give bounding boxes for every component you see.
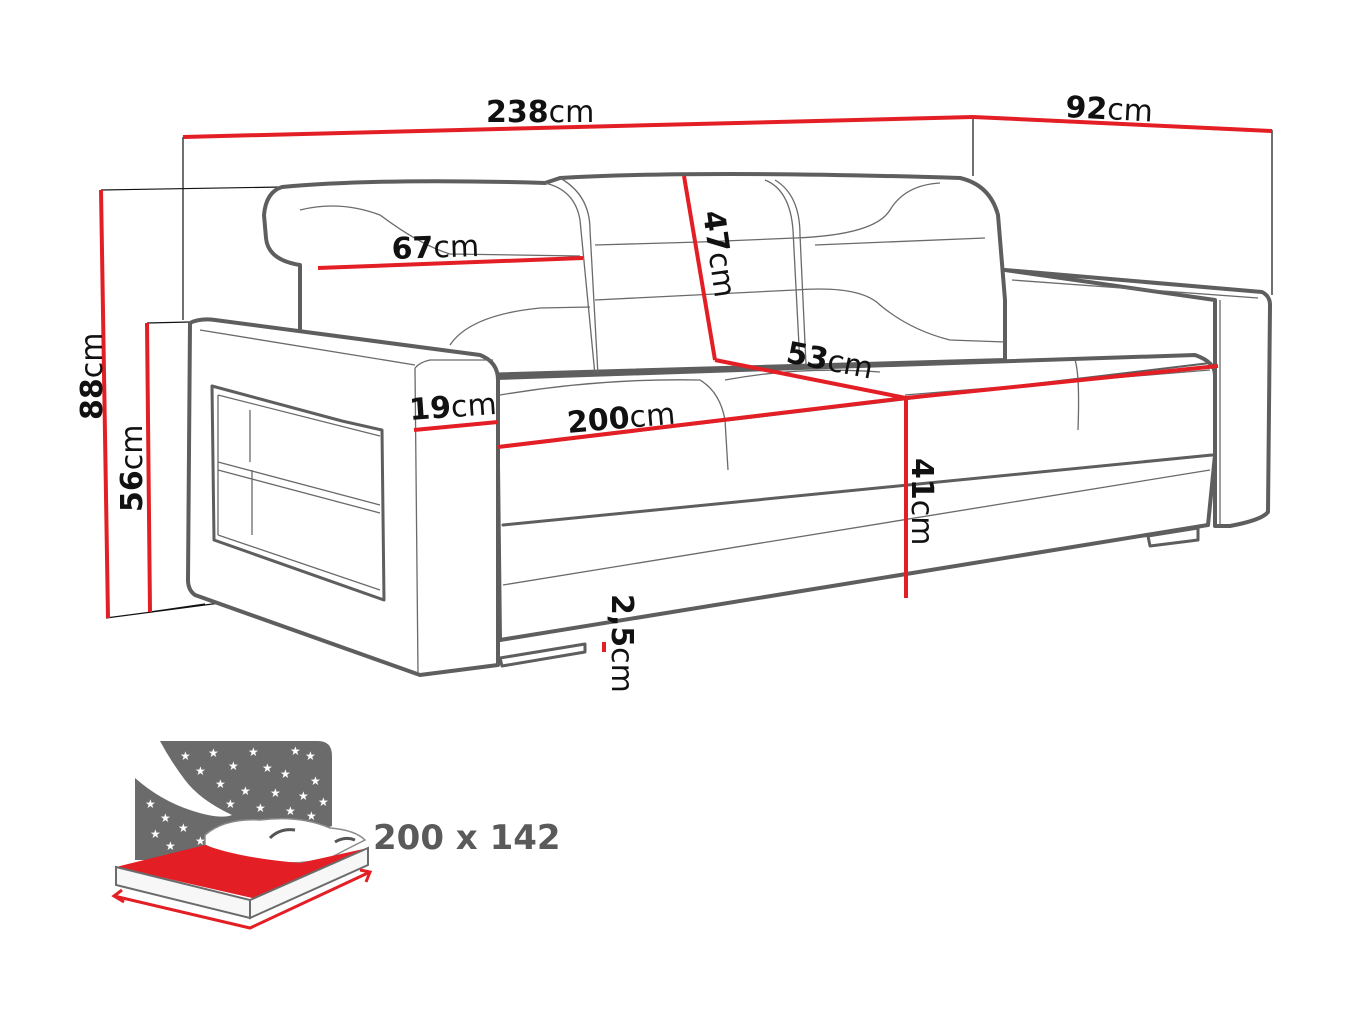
- svg-text:★: ★: [240, 784, 251, 798]
- svg-text:★: ★: [208, 746, 219, 760]
- svg-text:★: ★: [248, 745, 259, 759]
- svg-text:★: ★: [262, 761, 273, 775]
- svg-text:★: ★: [305, 749, 316, 763]
- label-leg-height: 2,5cm: [604, 594, 639, 693]
- label-seat-height: 41cm: [904, 458, 939, 545]
- svg-text:★: ★: [225, 797, 236, 811]
- svg-text:★: ★: [285, 804, 296, 818]
- label-backrest-height: 47cm: [695, 208, 742, 299]
- dimension-lines: [99, 115, 1273, 652]
- svg-text:★: ★: [290, 744, 301, 758]
- svg-text:★: ★: [150, 827, 161, 841]
- svg-text:★: ★: [228, 759, 239, 773]
- sleeping-area-size: 200 x 142: [373, 818, 561, 858]
- svg-text:★: ★: [180, 749, 191, 763]
- label-total-height: 88cm: [75, 333, 110, 420]
- svg-text:★: ★: [145, 797, 156, 811]
- label-total-width: 238cm: [486, 95, 594, 130]
- svg-text:★: ★: [215, 777, 226, 791]
- svg-text:★: ★: [270, 786, 281, 800]
- label-armrest-height: 56cm: [115, 425, 150, 512]
- label-seat-depth: 53cm: [783, 335, 876, 386]
- svg-text:★: ★: [165, 839, 176, 853]
- svg-text:★: ★: [280, 767, 291, 781]
- svg-text:★: ★: [195, 764, 206, 778]
- label-backrest-width: 67cm: [391, 229, 480, 267]
- svg-text:★: ★: [178, 821, 189, 835]
- label-seat-width: 200cm: [566, 397, 677, 441]
- label-depth: 92cm: [1065, 90, 1154, 130]
- svg-text:★: ★: [318, 795, 329, 809]
- svg-text:★: ★: [255, 801, 266, 815]
- svg-text:★: ★: [195, 834, 206, 848]
- extension-lines: [100, 117, 1273, 619]
- svg-text:★: ★: [306, 809, 317, 823]
- label-armrest-width: 19cm: [408, 387, 498, 428]
- dimension-labels: 238cm 92cm 88cm 56cm 67cm 47cm 53cm 19cm…: [75, 90, 1154, 693]
- svg-text:★: ★: [160, 811, 171, 825]
- svg-text:★: ★: [310, 774, 321, 788]
- bed-icon: ★★★★★ ★★★★★ ★★★★★ ★★★★ ★★★★★★: [111, 741, 373, 930]
- svg-text:★: ★: [298, 789, 309, 803]
